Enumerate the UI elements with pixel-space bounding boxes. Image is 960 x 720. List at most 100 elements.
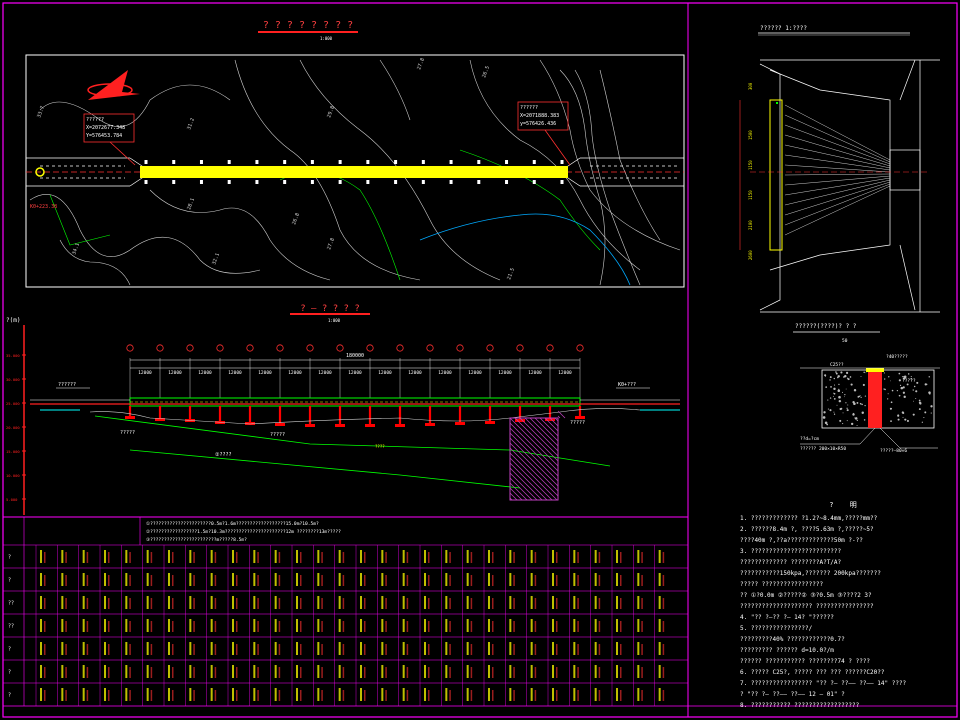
contour-labels: 33.731.229.827.826.526.827.821.528.134.1… (36, 57, 516, 280)
table-cell-mark (402, 619, 405, 632)
table-cell-mark (445, 573, 448, 586)
table-cell-mark (594, 688, 597, 701)
svg-text:?????: ????? (120, 430, 135, 436)
road-plan (26, 157, 684, 187)
elevation-title: ? — ? ? ? ? (300, 304, 360, 314)
table-cell-mark (509, 642, 512, 655)
note-line: ???????????????????? ???????????????? (740, 603, 874, 610)
svg-text:①??????????????????????0.5m?1.: ①??????????????????????0.5m?1.6m????????… (146, 521, 319, 527)
table-cell-mark (616, 550, 618, 563)
table-cell-mark (552, 642, 554, 655)
table-cell-mark (509, 550, 512, 563)
table-cell-mark (402, 665, 405, 678)
pier-mark (532, 160, 536, 164)
table-row-label: ?? (8, 624, 14, 630)
table-cell-mark (296, 596, 298, 609)
pier-mark (144, 180, 148, 184)
table-cell-mark (552, 619, 554, 632)
table-cell-mark (189, 573, 192, 586)
table-cell-mark (402, 642, 405, 655)
axis-bubble (516, 344, 524, 352)
note-line: 4. "?? ?—?? ?— 14? "?????? (740, 614, 834, 621)
contour-label: 26.5 (481, 65, 491, 78)
table-cell-mark (658, 596, 661, 609)
table-cell-mark (61, 665, 64, 678)
table-row-label: ? (8, 555, 11, 561)
table-cell-mark (253, 665, 256, 678)
contour-label: 28.1 (186, 197, 196, 210)
table-cell-mark (232, 573, 234, 586)
table-cell-mark (637, 688, 640, 701)
table-cell-mark (274, 665, 277, 678)
table-cell-mark (381, 665, 384, 678)
plan-title: ? ? ? ? ? ? ? ? (263, 20, 353, 31)
pier-mark (421, 180, 425, 184)
table-cell-mark (146, 665, 149, 678)
table-cell-mark (509, 688, 512, 701)
pier-mark (394, 160, 398, 164)
table-cell-mark (210, 642, 213, 655)
note-line: 7. ????????????????? "?? ?— ??—— ??—— 14… (740, 680, 907, 687)
elevation-right-label: K0+??? (618, 382, 636, 388)
svg-text:③????????????????????????m????: ③????????????????????????m?????8.5m? (146, 537, 247, 543)
svg-text:Y=576453.784: Y=576453.784 (86, 133, 122, 139)
note-line: 1. ????????????? ?1.2?~8.4mm,?????mm?? (740, 515, 878, 522)
table-cell-mark (125, 642, 128, 655)
svg-text:?????—80×6: ?????—80×6 (880, 448, 907, 454)
table-cell-mark (82, 619, 85, 632)
svg-text:??d=?cm: ??d=?cm (800, 436, 819, 442)
table-cell-mark (210, 596, 213, 609)
table-cell-mark (104, 619, 106, 632)
table-cell-mark (168, 688, 170, 701)
table-cell-mark (658, 573, 661, 586)
table-cell-mark (530, 642, 533, 655)
table-cell-mark (82, 688, 85, 701)
table-cell-mark (552, 550, 554, 563)
svg-text:????: ???? (375, 444, 385, 449)
river-line (419, 213, 631, 286)
svg-text:②?????????????????1.5m?10.3m??: ②?????????????????1.5m?10.3m????????????… (146, 529, 341, 535)
table-cell-mark (509, 573, 512, 586)
pier-mark (172, 160, 176, 164)
axis-bubble (186, 344, 194, 352)
table-cell-mark (402, 688, 405, 701)
contour-label: 34.1 (71, 242, 81, 255)
table-cell-mark (381, 642, 384, 655)
note-line: 3. ????????????????????????? (740, 548, 842, 555)
table-cell-mark (573, 619, 576, 632)
span-label: 12000 (168, 370, 182, 376)
pier-axis-bubbles (126, 344, 584, 352)
table-cell-mark (274, 619, 277, 632)
table-cell-mark (573, 573, 576, 586)
table-cell-mark (616, 573, 618, 586)
table-cell-mark (146, 573, 149, 586)
table-cell-mark (466, 573, 469, 586)
table-cell-mark (466, 642, 469, 655)
table-cell-mark (338, 550, 341, 563)
span-label: 12000 (138, 370, 152, 376)
table-cell-mark (360, 665, 362, 678)
elevation-view: ? — ? ? ? ? 1:000 ?(m) 35.00030.00025.00… (6, 304, 680, 515)
table-cell-mark (317, 596, 320, 609)
table-cell-mark (594, 550, 597, 563)
fill-hatch (509, 410, 566, 501)
table-cell-mark (274, 642, 277, 655)
span-label: 12000 (378, 370, 392, 376)
table-cell-mark (552, 665, 554, 678)
pier-mark (199, 180, 203, 184)
table-cell-mark (210, 619, 213, 632)
table-cell-mark (338, 596, 341, 609)
pier-mark (172, 180, 176, 184)
axis-bubble (366, 344, 374, 352)
note-line: ????????? ?????? d=10.0?/m (740, 647, 834, 654)
table-cell-mark (466, 550, 469, 563)
dim-label: 300 (748, 82, 753, 90)
bridge-deck-plan (140, 166, 568, 178)
table-cell-mark (274, 688, 277, 701)
pier-mark (144, 160, 148, 164)
table-cell-mark (232, 619, 234, 632)
elevation-scale-ticks: 35.00030.00025.00020.00015.00010.0005.00… (6, 353, 26, 502)
table-cell-mark (146, 642, 149, 655)
